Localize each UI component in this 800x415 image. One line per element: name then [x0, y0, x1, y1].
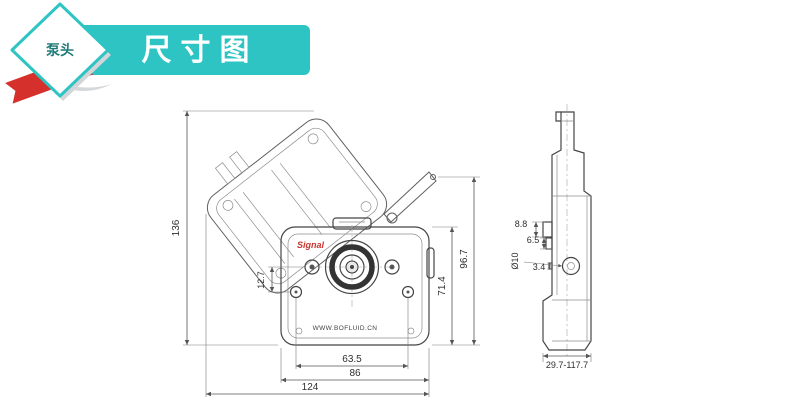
lever-arm	[383, 171, 437, 224]
dimension-body-width: 86	[280, 348, 430, 397]
dim-step-mid-label: 6.5	[527, 235, 540, 245]
dim-depth-range-label: 29.7-117.7	[546, 360, 588, 370]
badge-shadow	[52, 82, 112, 92]
dimension-port-diameter: Ø10	[510, 252, 563, 270]
dimension-total-height: 136	[171, 110, 314, 346]
side-tab-small	[548, 262, 553, 270]
screw-right	[384, 259, 400, 275]
page-title: 尺寸图	[142, 34, 259, 67]
diamond-badge	[10, 2, 110, 98]
dim-step-small-label: 3.4	[533, 262, 546, 272]
dim-body-height-label: 71.4	[437, 276, 448, 296]
dim-body-width-label: 86	[349, 368, 361, 379]
dimension-depth-range: 29.7-117.7	[542, 353, 592, 370]
mount-hole-right	[401, 285, 415, 299]
technical-drawing: Signal WWW.BOFLUID.CN 136	[171, 104, 592, 397]
brand-logo: Signal	[297, 240, 325, 250]
dimension-step-mid: 6.5	[527, 235, 552, 250]
side-tab-mid	[545, 237, 553, 250]
pump-body	[280, 226, 430, 346]
dimension-hole-spacing: 63.5	[295, 298, 409, 369]
dimension-body-height: 71.4	[432, 226, 480, 346]
side-view	[542, 104, 592, 358]
dimension-step-top: 8.8	[515, 219, 545, 238]
tube-port-circle	[561, 256, 581, 276]
dimension-total-width: 124	[205, 214, 429, 397]
front-view: Signal WWW.BOFLUID.CN	[280, 217, 435, 346]
dimension-step-small: 3.4	[533, 262, 553, 272]
mount-hole-left	[289, 285, 303, 299]
dimensions: 136 12.7 71.4 96.7 63.5	[171, 110, 592, 397]
dim-step-top-label: 8.8	[515, 219, 528, 229]
dim-open-lever-height-label: 96.7	[459, 249, 470, 269]
dimension-hole-offset: 12.7	[256, 266, 305, 293]
website-text: WWW.BOFLUID.CN	[313, 325, 378, 332]
dim-hole-offset-label: 12.7	[256, 271, 266, 289]
header: 尺寸图 泵头	[5, 2, 310, 104]
rotor	[324, 239, 380, 295]
dim-hole-spacing-label: 63.5	[342, 354, 362, 365]
open-position-view	[206, 118, 388, 294]
dim-port-diameter-label: Ø10	[510, 252, 520, 269]
badge-label: 泵头	[46, 42, 74, 58]
side-tab-top	[542, 221, 553, 238]
dim-total-width-label: 124	[302, 382, 319, 393]
dim-total-height-label: 136	[171, 219, 182, 236]
dimension-open-lever-height: 96.7	[438, 176, 480, 345]
